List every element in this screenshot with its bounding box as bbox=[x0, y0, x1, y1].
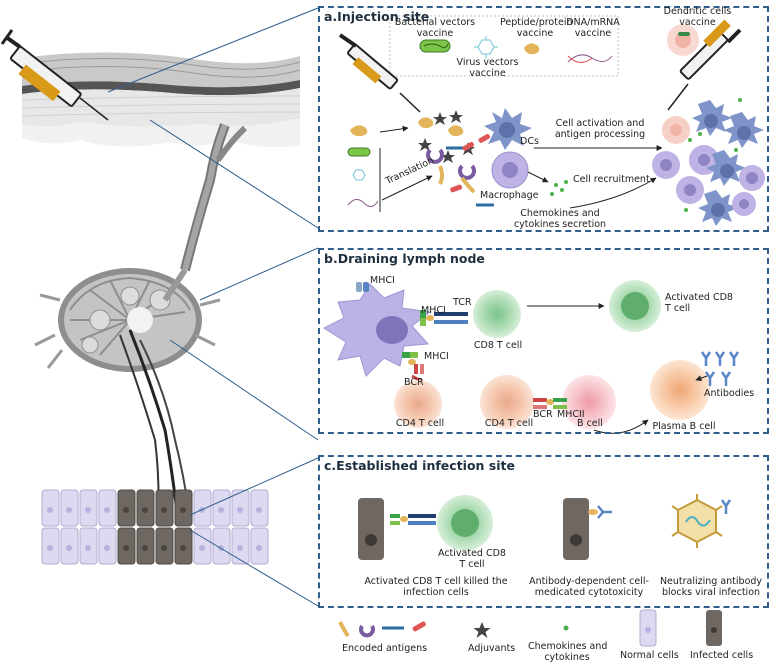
legend-infected-cell-icon bbox=[706, 610, 722, 646]
label-macrophage: Macrophage bbox=[480, 190, 539, 201]
activated-cd8-b bbox=[609, 280, 661, 332]
label-bacterial-vectors: Bacterial vectors vaccine bbox=[394, 17, 476, 39]
caption-neutralizing: Neutralizing antibody blocks viral infec… bbox=[659, 576, 763, 598]
antibody-icons-b bbox=[700, 351, 740, 386]
virus-c3 bbox=[671, 494, 732, 548]
dc-cell-a bbox=[484, 108, 532, 150]
dna-icon bbox=[567, 54, 613, 63]
label-b-cell: B cell bbox=[577, 418, 603, 429]
caption-adcc: Antibody-dependent cell- medicated cytot… bbox=[529, 576, 649, 598]
macrophage-cell-a bbox=[491, 151, 529, 189]
recruited-cells-a bbox=[652, 98, 765, 226]
cd8-t-cell-b bbox=[473, 290, 521, 338]
syringe-panel-a-right bbox=[667, 19, 742, 111]
label-cd8-t-cell: CD8 T cell bbox=[473, 340, 523, 351]
label-dendritic-vaccine: Dendritic cells vaccine bbox=[663, 6, 732, 28]
label-bcr-1: BCR bbox=[404, 377, 424, 388]
legend-normal-cells: Normal cells bbox=[620, 650, 679, 661]
panel-established-infection bbox=[318, 455, 769, 608]
peptide-icon bbox=[524, 43, 540, 55]
lymph-node bbox=[34, 268, 221, 372]
legend-chemokines: Chemokines and cytokines bbox=[528, 641, 608, 663]
label-tcr: TCR bbox=[453, 297, 472, 308]
vaccine-types-box bbox=[389, 15, 619, 77]
label-bcr-2: BCR bbox=[533, 409, 553, 420]
syringe-icon bbox=[0, 29, 109, 121]
cd4-t-cell-b1 bbox=[394, 380, 442, 428]
bacterial-vector-icon bbox=[419, 39, 451, 53]
antigen-sources bbox=[347, 125, 433, 212]
label-dna-mrna-vaccine: DNA/mRNA vaccine bbox=[566, 17, 620, 39]
label-cd4-t-cell-1: CD4 T cell bbox=[395, 418, 445, 429]
label-cd4-t-cell-2: CD4 T cell bbox=[484, 418, 534, 429]
label-chemokines-secretion: Chemokines and cytokines secretion bbox=[513, 208, 607, 230]
tcr-mhc-c1 bbox=[390, 514, 436, 525]
panel-a-title: a.Injection site bbox=[324, 9, 430, 24]
label-virus-vectors: Virus vectors vaccine bbox=[456, 57, 519, 79]
panel-c-title: c.Established infection site bbox=[324, 458, 515, 473]
dendritic-cell-b bbox=[322, 283, 432, 377]
label-activated-cd8: Activated CD8 T cell bbox=[665, 292, 733, 314]
label-dcs: DCs bbox=[520, 136, 539, 147]
caption-cd8-killed: Activated CD8 T cell killed the infectio… bbox=[364, 576, 508, 598]
label-mhci-3: MHCI bbox=[424, 351, 449, 362]
label-plasma-b-cell: Plasma B cell bbox=[652, 421, 716, 432]
legend-normal-cell-icon bbox=[639, 609, 657, 647]
chemokine-dots-a bbox=[550, 180, 568, 196]
infected-cell-c2 bbox=[563, 498, 612, 560]
label-mhcii: MHCII bbox=[557, 409, 585, 420]
label-mhci-2: MHCI bbox=[421, 305, 446, 316]
label-cell-recruitment: Cell recruitment bbox=[573, 174, 650, 185]
label-activated-cd8-c: Activated CD8 T cell bbox=[438, 548, 506, 570]
tissue-cell-grid bbox=[41, 489, 269, 565]
activated-cd8-c bbox=[437, 495, 493, 551]
bcr-mhcii-interaction bbox=[533, 398, 567, 409]
lymphatic-vessel bbox=[180, 123, 248, 272]
label-cell-activation: Cell activation and antigen processing bbox=[554, 118, 646, 140]
legend-encoded-antigens: Encoded antigens bbox=[342, 643, 428, 654]
arrows-panel-a bbox=[527, 145, 663, 209]
connector-lines bbox=[107, 7, 319, 607]
cd4-t-cell-b2 bbox=[480, 375, 534, 429]
panel-draining-lymph-node bbox=[318, 248, 769, 434]
panel-injection-site bbox=[318, 6, 769, 232]
label-mhci-1: MHCI bbox=[370, 275, 395, 286]
virus-vector-icon bbox=[474, 36, 498, 58]
plasma-b-cell-b bbox=[650, 360, 710, 420]
infected-cell-c1 bbox=[358, 498, 384, 560]
syringe-panel-a-left bbox=[338, 33, 421, 113]
mhc-receptors-b bbox=[356, 282, 468, 388]
legend-adjuvants: Adjuvants bbox=[468, 643, 516, 654]
antigens-adjuvants-cluster bbox=[418, 110, 494, 207]
legend-chemokine-icon bbox=[563, 625, 569, 631]
legend-encoded-antigens-icons bbox=[338, 621, 426, 638]
panel-b-title: b.Draining lymph node bbox=[324, 251, 485, 266]
dendritic-vaccine-cell bbox=[667, 24, 699, 56]
legend-infected-cells: Infected cells bbox=[690, 650, 754, 661]
label-peptide-vaccine: Peptide/protein vaccine bbox=[500, 17, 573, 39]
label-antibodies: Antibodies bbox=[704, 388, 755, 399]
b-cell-b bbox=[562, 375, 616, 429]
legend-adjuvant-icon bbox=[473, 622, 491, 638]
